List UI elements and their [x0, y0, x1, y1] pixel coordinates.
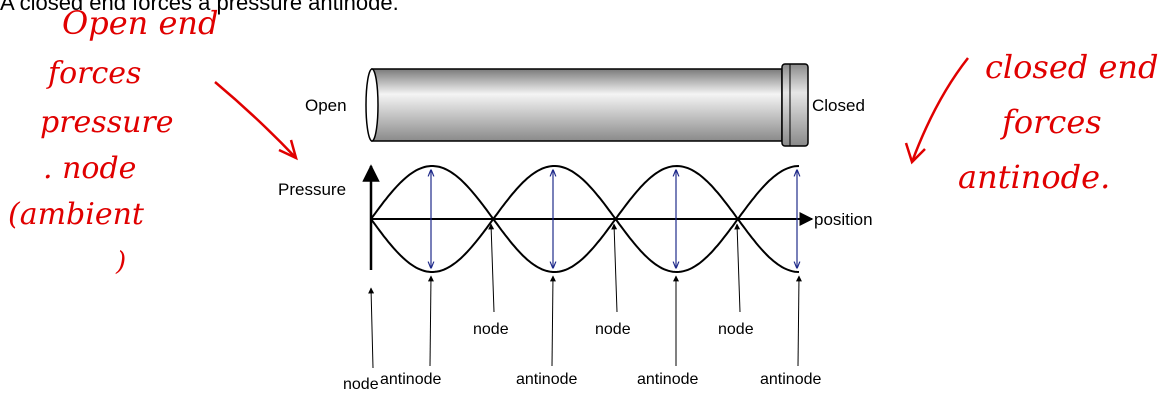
handwritten-line: forces [1000, 103, 1102, 141]
node-pointer [611, 223, 618, 313]
open-label: Open [305, 96, 347, 115]
node-pointer [488, 223, 495, 313]
node-label: node [718, 321, 754, 338]
handwritten-note-left: Open end forces pressure . node (ambient… [8, 4, 298, 277]
handwritten-line: Open end [62, 4, 218, 42]
pressure-wave-lower [370, 165, 800, 274]
amplitude-arrows [431, 170, 797, 268]
node-label: node [343, 376, 379, 393]
tube-body [371, 68, 783, 142]
handwritten-line: ) [115, 247, 126, 277]
node-pointer [734, 223, 741, 313]
antinode-label: antinode [516, 371, 577, 388]
pressure-wave-upper [370, 164, 800, 273]
antinode-label: antinode [637, 371, 698, 388]
y-axis-label: Pressure [278, 180, 346, 199]
handwritten-arrow-left [214, 81, 297, 159]
handwritten-line: forces [46, 56, 141, 91]
antinode-label: antinode [380, 371, 441, 388]
tube-end-cap [781, 63, 809, 147]
antinode-pointer [427, 275, 434, 367]
tube [365, 63, 809, 147]
handwritten-line: . node [43, 151, 136, 186]
antinode-label: antinode [760, 371, 821, 388]
closed-label: Closed [812, 96, 865, 115]
handwritten-line: antinode. [958, 158, 1110, 196]
handwritten-line: pressure [40, 105, 174, 140]
tube-open-end [365, 68, 379, 142]
handwritten-line: closed end [985, 48, 1158, 86]
slide-heading: A closed end forces a pressure antinode. [0, 0, 399, 15]
marker-arrows [368, 223, 802, 369]
antinode-pointer [549, 275, 556, 367]
node-label: node [473, 321, 509, 338]
x-axis-label: position [814, 210, 873, 229]
handwritten-line: (ambient [8, 197, 145, 232]
antinode-pointer [795, 275, 802, 367]
handwritten-note-right: closed end forces antinode. [904, 48, 1158, 196]
node-label: node [595, 321, 631, 338]
node-pointer [368, 287, 375, 369]
handwritten-arrow-right [910, 57, 969, 163]
